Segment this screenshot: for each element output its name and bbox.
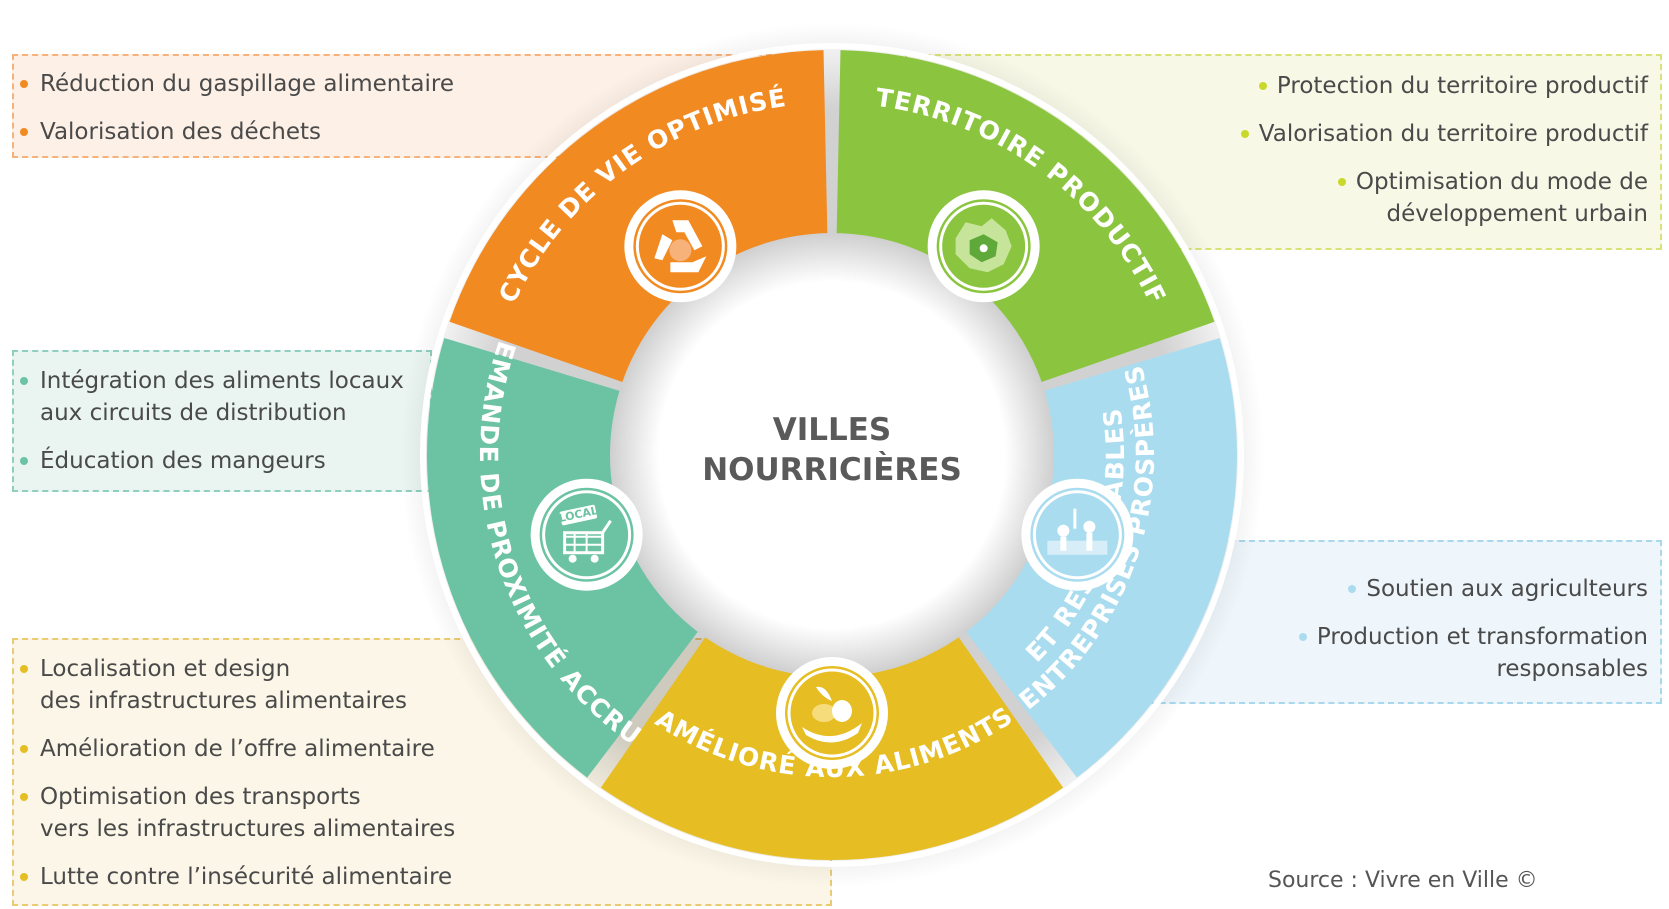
list-item: Réduction du gaspillage alimentaire bbox=[12, 68, 572, 100]
list-item-text: Réduction du gaspillage alimentaire bbox=[40, 71, 454, 97]
bullet-dot bbox=[1258, 82, 1267, 90]
list-item-text: Éducation des mangeurs bbox=[40, 448, 326, 474]
farm-workers-icon bbox=[1021, 478, 1134, 591]
teal-panel bbox=[12, 350, 432, 492]
list-item: Amélioration de l’offre alimentaire bbox=[12, 733, 532, 765]
wheel-center bbox=[610, 233, 1054, 677]
bullet-dot bbox=[1337, 178, 1346, 186]
bullet-dot bbox=[1298, 633, 1307, 641]
list-item-text: Protection du territoire productif bbox=[1276, 73, 1648, 99]
list-item-text: Valorisation du territoire productif bbox=[1258, 121, 1648, 147]
bullet-dot bbox=[20, 745, 28, 753]
list-item: Éducation des mangeurs bbox=[12, 445, 432, 477]
center-title-line2: NOURRICIÈRES bbox=[702, 452, 962, 488]
bullet-dot bbox=[1240, 130, 1249, 138]
list-item: Soutien aux agriculteurs bbox=[1190, 573, 1648, 605]
hand-vegetables-icon bbox=[776, 657, 888, 769]
bullet-dot bbox=[1348, 585, 1357, 593]
bullet-dot bbox=[20, 377, 28, 385]
list-item: Valorisation des déchets bbox=[12, 116, 572, 148]
source-credit: Source : Vivre en Ville © bbox=[1268, 868, 1538, 893]
list-item-text: Lutte contre l’insécurité alimentaire bbox=[40, 864, 453, 890]
list-item-text: Valorisation des déchets bbox=[40, 119, 321, 145]
list-item-text: Amélioration de l’offre alimentaire bbox=[40, 736, 435, 762]
list-item: Protection du territoire productif bbox=[1160, 70, 1648, 102]
bullet-dot bbox=[20, 80, 28, 88]
list-item: Lutte contre l’insécurité alimentaire bbox=[12, 861, 532, 893]
list-item-text: Soutien aux agriculteurs bbox=[1366, 576, 1648, 602]
local-cart-icon: LOCAL bbox=[530, 478, 643, 591]
list-item: Valorisation du territoire productif bbox=[1160, 118, 1648, 150]
bullet-dot bbox=[20, 128, 28, 136]
bullet-dot bbox=[20, 793, 28, 801]
territory-map-icon bbox=[927, 190, 1040, 303]
bullet-dot bbox=[20, 457, 28, 465]
center-title-line1: VILLES bbox=[773, 412, 892, 448]
recycle-apple-icon bbox=[624, 190, 737, 303]
wheel-outer-border bbox=[420, 43, 1244, 867]
bullet-dot bbox=[20, 665, 28, 673]
bullet-dot bbox=[20, 873, 28, 881]
